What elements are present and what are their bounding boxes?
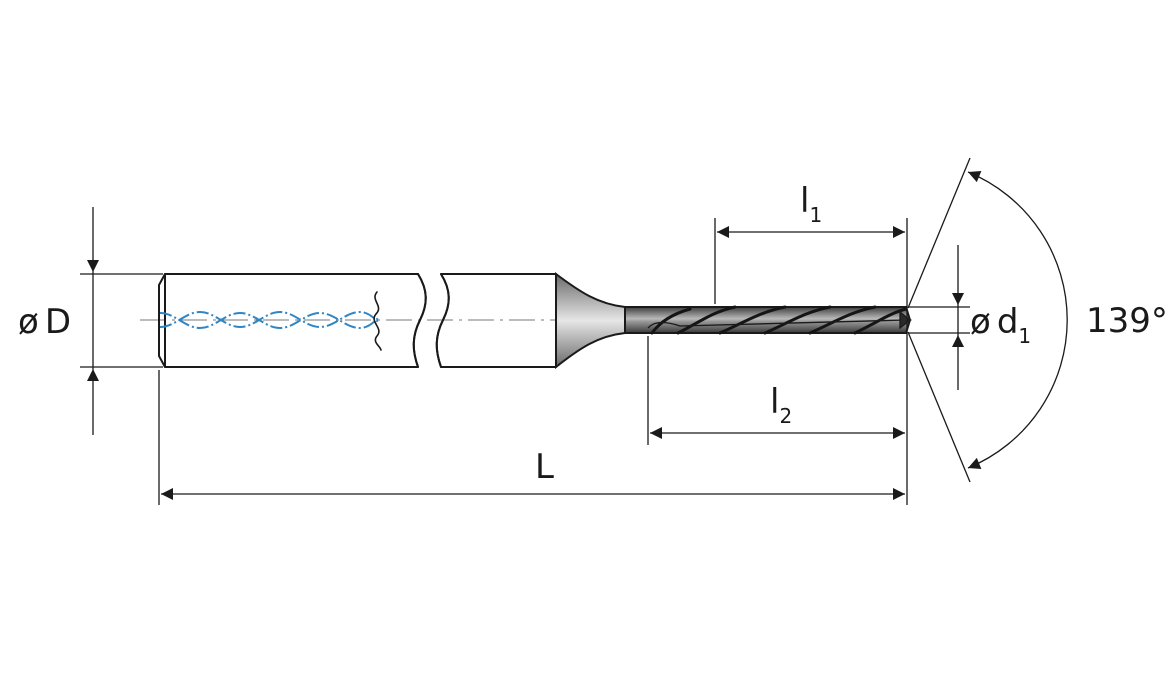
extension-lines [80,157,971,505]
taper-neck [555,272,626,370]
fluted-body [624,305,912,335]
label-body-length: l2 [770,382,792,428]
coolant-channels [159,291,382,351]
break-line-left [412,273,427,368]
shank-right-section [435,273,557,368]
dimension-lines [87,171,1068,500]
label-flute-length: l1 [800,181,822,227]
label-overall-length: L [535,447,554,487]
label-point-angle: 139° [1086,301,1168,341]
dim-point-angle-arc [967,171,1068,469]
